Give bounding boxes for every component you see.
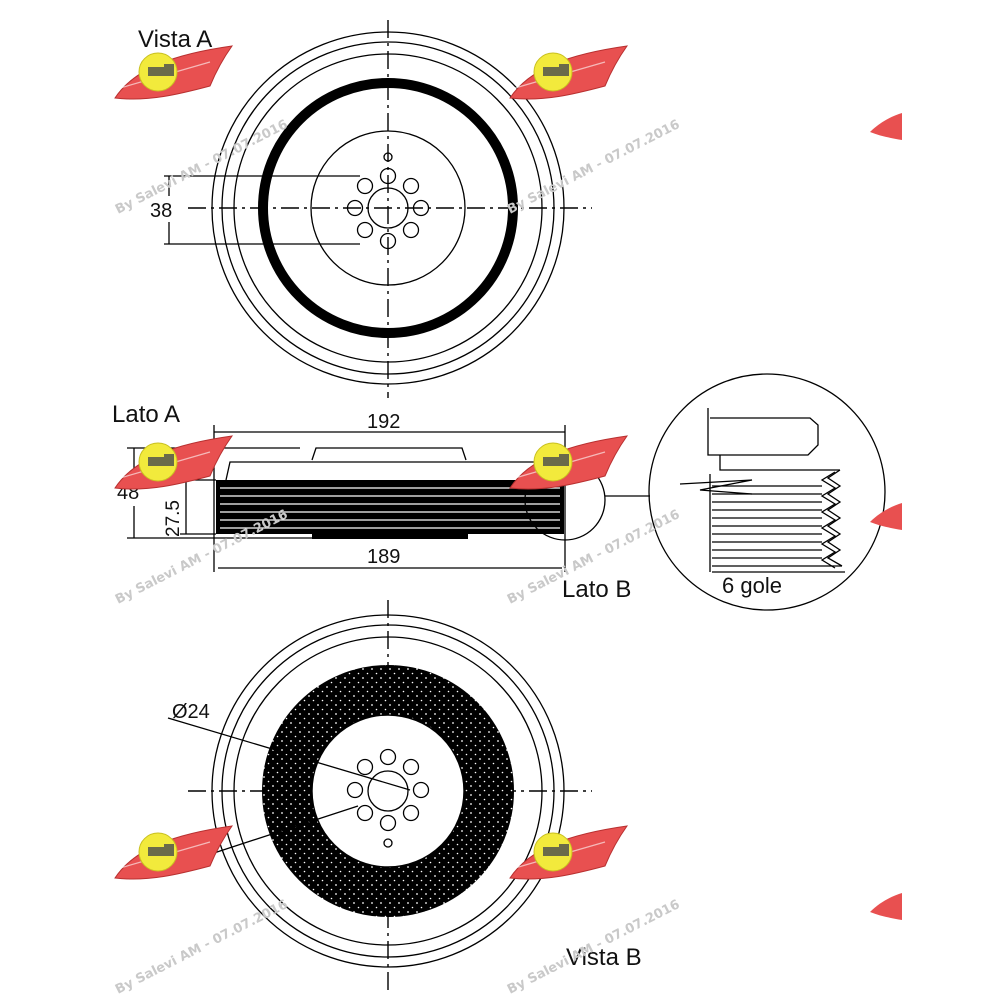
dimension-189: 189 [367,546,400,568]
watermark-text-5: By Salevi AM - 07.07.2016 [113,897,290,997]
vista-a-view: 38 [150,20,592,398]
bolt-holes-vista-b [346,748,430,848]
label-vista-b: Vista B [566,944,642,971]
watermark-text-6: By Salevi AM - 07.07.2016 [505,897,682,997]
watermark-text-2: By Salevi AM - 07.07.2016 [505,117,682,217]
vista-b-view: Ø24 Ø9 [166,600,592,995]
label-6-gole: 6 gole [722,573,782,598]
side-view: 192 48 27.5 189 [117,411,650,572]
watermark-text-3: By Salevi AM - 07.07.2016 [113,507,290,607]
belt-grooves [220,487,560,529]
dimension-192: 192 [367,411,400,433]
dimension-38: 38 [150,200,172,222]
bolt-holes-vista-a [346,152,430,250]
label-vista-a: Vista A [138,26,212,53]
label-lato-a: Lato A [112,401,180,428]
dimension-27-5: 27.5 [163,500,184,537]
dimension-diameter-24: Ø24 [172,701,210,723]
label-lato-b: Lato B [562,576,631,603]
groove-profile [679,469,845,573]
groove-detail-view: 6 gole [648,373,886,611]
